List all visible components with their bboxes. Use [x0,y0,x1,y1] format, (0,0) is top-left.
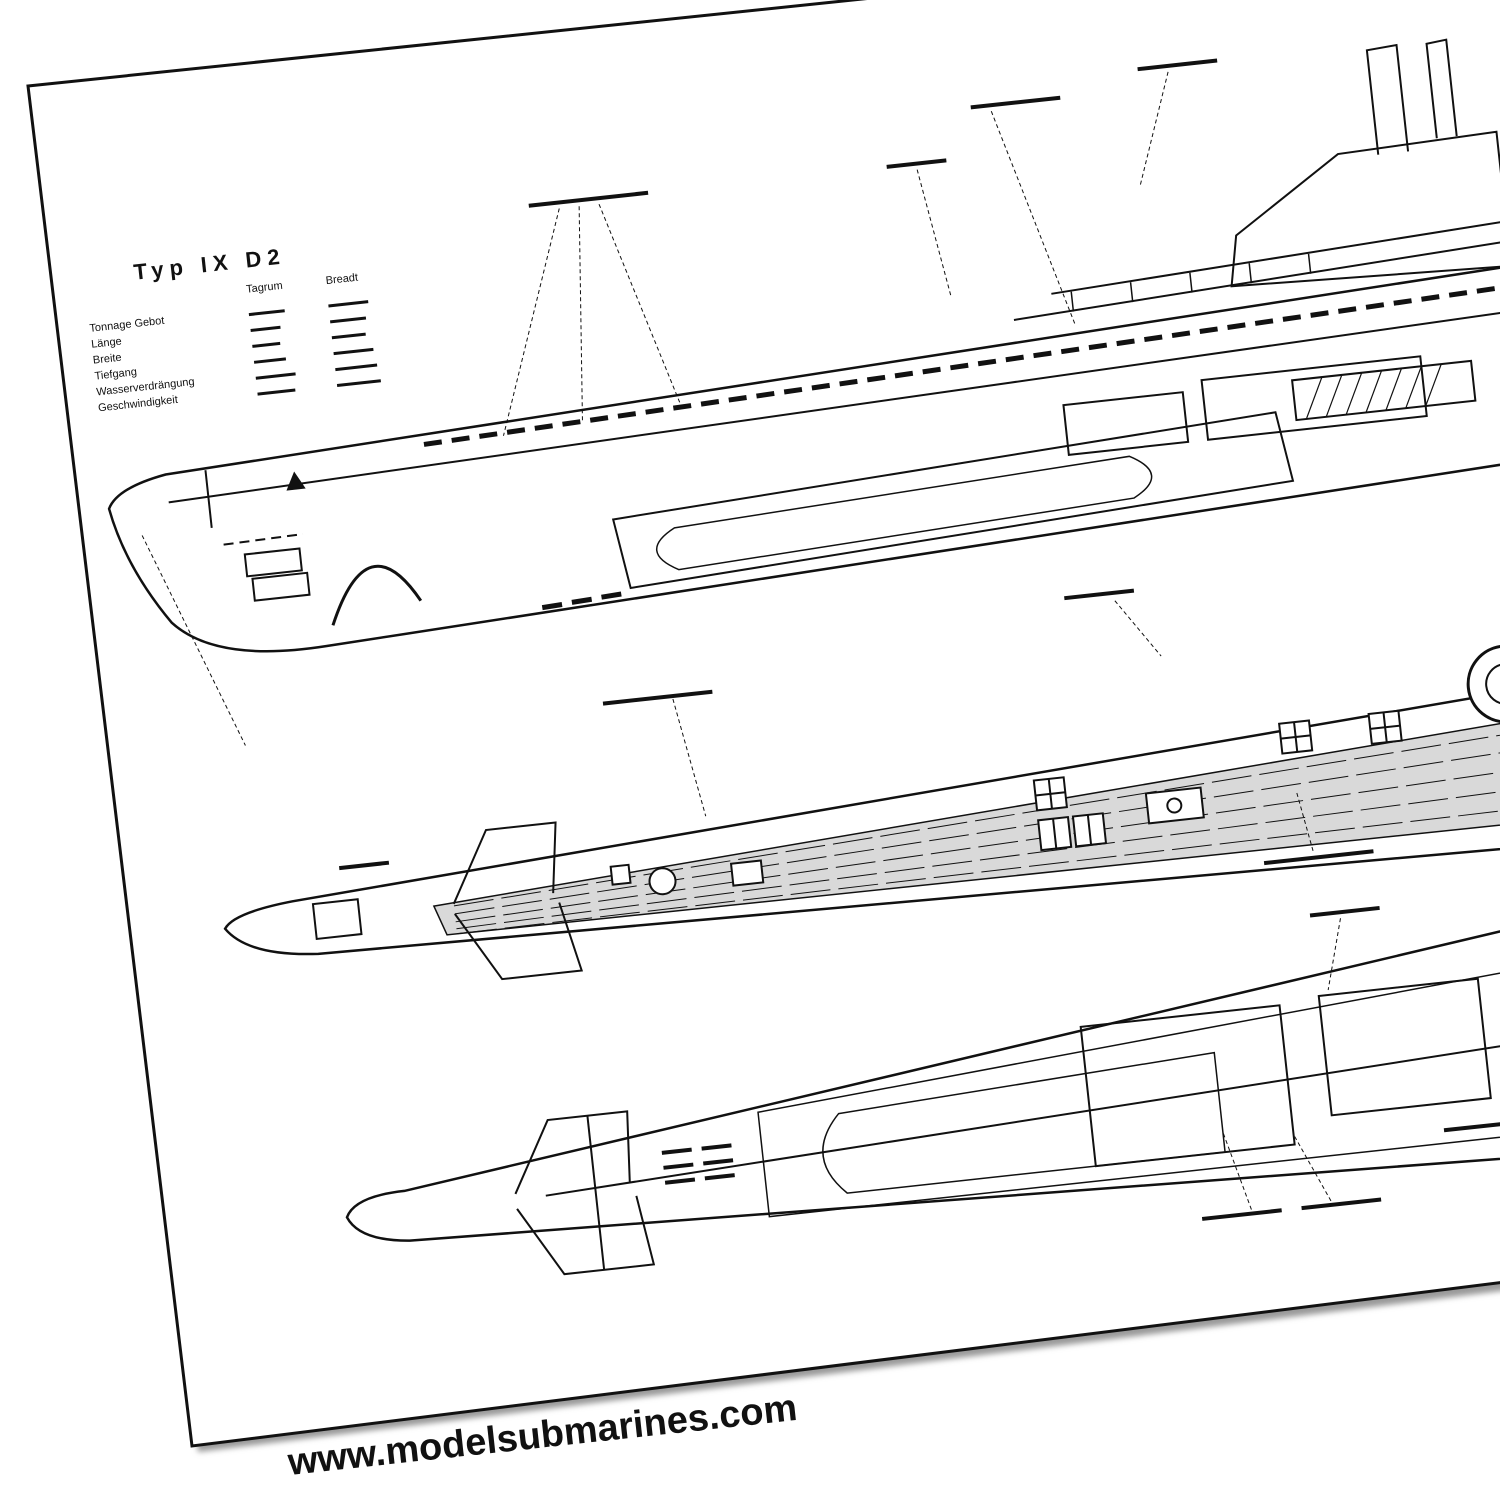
deck-plan-view [223,588,1500,981]
hull-outline [107,264,1500,653]
deck-planking [432,712,1500,936]
spec-row-label: Länge [91,336,123,351]
paper-sheet [26,0,1500,1448]
side-profile-view [107,38,1500,746]
periscope-mast [1365,43,1410,155]
underside-plan-view [345,905,1500,1276]
spec-row-label: Breite [92,352,122,367]
spec-header-col2: Breadt [325,272,359,287]
conning-tower [1230,130,1500,288]
spec-header-col1: Tagrum [246,280,284,296]
spec-row-label: Tiefgang [94,366,137,383]
underside-outline [345,910,1500,1242]
deck-outline [223,682,1500,956]
